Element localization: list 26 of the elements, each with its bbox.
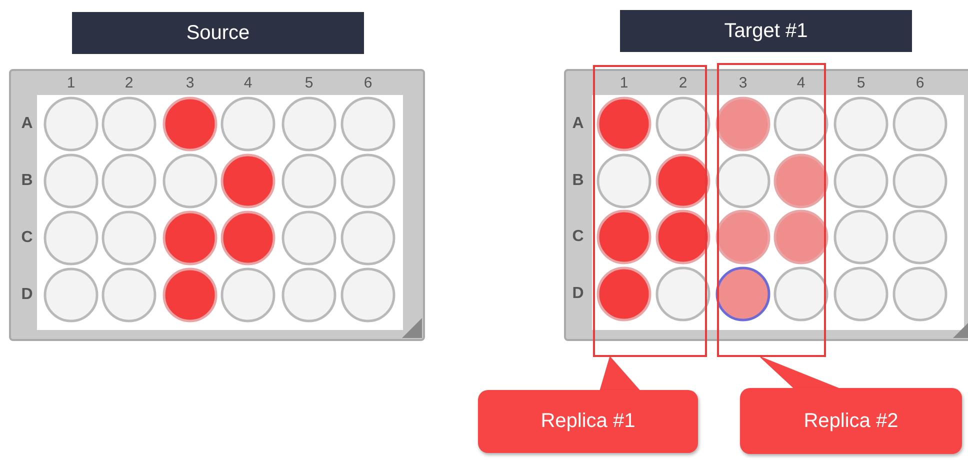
title-banner: Source [72, 12, 364, 54]
title-banner: Target #1 [620, 10, 912, 52]
column-number: 5 [304, 76, 314, 90]
column-number: 2 [678, 76, 688, 90]
column-number: 4 [244, 76, 252, 90]
column-number: 2 [124, 76, 134, 90]
row-letter: B [21, 173, 33, 189]
column-number: 3 [738, 76, 748, 90]
row-letter: C [21, 230, 33, 246]
column-number: 3 [186, 76, 194, 90]
column-number: 1 [620, 76, 628, 90]
highlight-box [593, 65, 707, 357]
row-letter: A [572, 116, 584, 132]
callout-pointer [760, 356, 840, 390]
callout-pointer [599, 356, 642, 392]
column-number: 6 [916, 76, 924, 90]
column-number: 4 [796, 76, 806, 90]
column-number: 1 [66, 76, 76, 90]
row-letter: C [572, 229, 584, 245]
column-number: 6 [364, 76, 372, 90]
row-letter: D [21, 287, 33, 303]
column-number: 5 [856, 76, 866, 90]
row-letter: B [572, 173, 584, 189]
row-letter: D [572, 286, 584, 302]
row-letter: A [21, 116, 33, 132]
highlight-box [717, 63, 826, 357]
